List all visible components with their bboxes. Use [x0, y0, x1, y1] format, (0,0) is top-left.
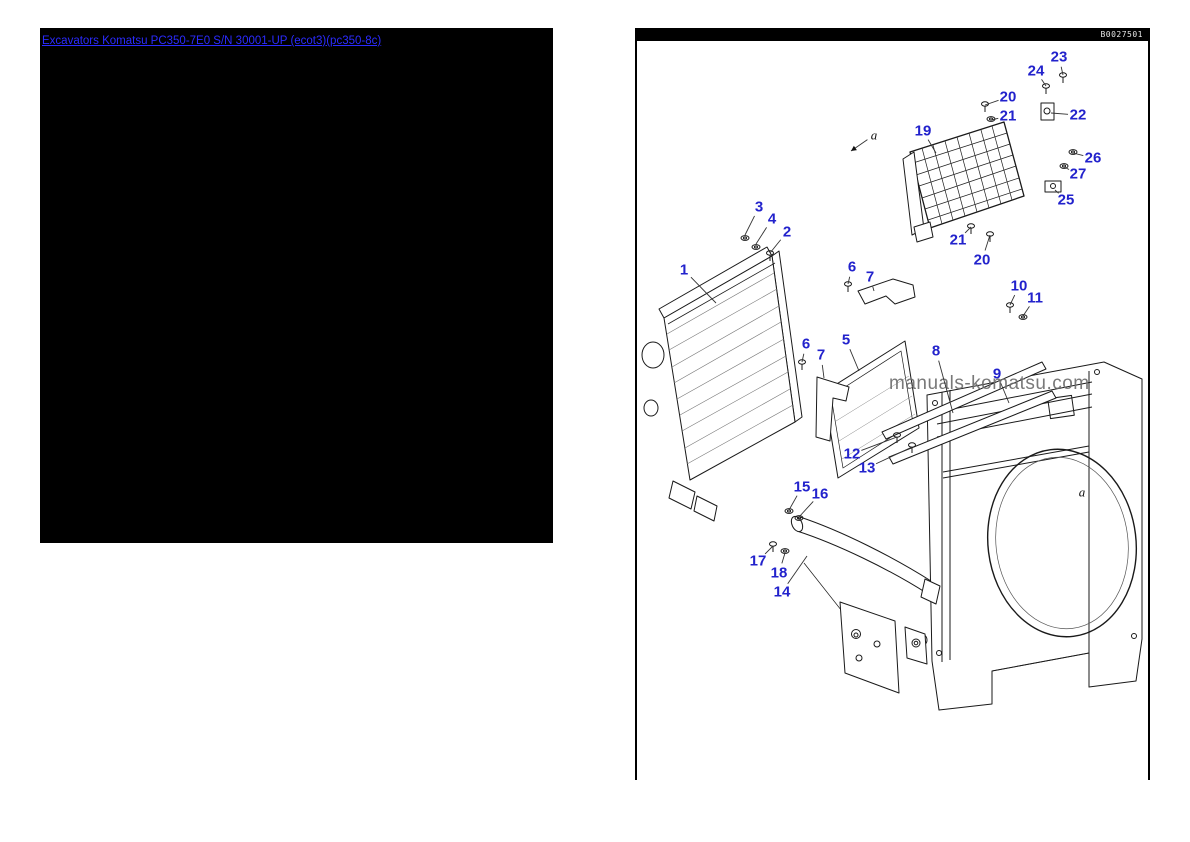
- callout-20: 20: [999, 88, 1017, 106]
- callout-3: 3: [754, 198, 764, 216]
- callout-19: 19: [914, 122, 932, 140]
- callout-10: 10: [1010, 277, 1028, 295]
- callout-16: 16: [811, 485, 829, 503]
- figure-code: B0027501: [1100, 30, 1143, 39]
- callout-25: 25: [1057, 191, 1075, 209]
- callout-18: 18: [770, 564, 788, 582]
- callout-27: 27: [1069, 165, 1087, 183]
- bottom-bracket: [839, 601, 928, 694]
- manual-breadcrumb-link[interactable]: Excavators Komatsu PC350-7E0 S/N 30001-U…: [42, 35, 382, 47]
- small-blocks: [1040, 102, 1062, 193]
- callout-23: 23: [1050, 48, 1068, 66]
- callout-8: 8: [931, 342, 941, 360]
- view-direction-label: a: [870, 127, 878, 143]
- callout-12: 12: [843, 445, 861, 463]
- manual-nav-panel: Excavators Komatsu PC350-7E0 S/N 30001-U…: [40, 28, 553, 543]
- fan-shroud-frame: [914, 361, 1143, 711]
- callout-21: 21: [949, 231, 967, 249]
- callout-11: 11: [1027, 289, 1043, 307]
- callout-1: 1: [679, 261, 689, 279]
- callout-6: 6: [801, 335, 811, 353]
- callout-7: 7: [816, 346, 826, 364]
- oil-cooler-core: [641, 246, 803, 522]
- callout-24: 24: [1027, 62, 1045, 80]
- callout-20: 20: [973, 251, 991, 269]
- view-direction-label: a: [1078, 484, 1086, 500]
- callout-26: 26: [1084, 149, 1102, 167]
- callout-21: 21: [999, 107, 1017, 125]
- diagram-header-bar: B0027501: [637, 28, 1148, 41]
- callout-14: 14: [773, 583, 791, 601]
- callout-2: 2: [782, 223, 792, 241]
- exploded-view-drawing: [641, 72, 1143, 711]
- callout-7: 7: [865, 268, 875, 286]
- callout-13: 13: [858, 459, 876, 477]
- watermark: manuals-komatsu.com: [889, 373, 1090, 394]
- callout-15: 15: [793, 478, 811, 496]
- support-strips: [881, 361, 1057, 465]
- callout-17: 17: [749, 552, 767, 570]
- callout-5: 5: [841, 331, 851, 349]
- callout-leader-lines: [690, 66, 1084, 585]
- callout-6: 6: [847, 258, 857, 276]
- callout-9: 9: [992, 365, 1002, 383]
- parts-diagram-panel: B0027501: [635, 28, 1150, 780]
- mount-brackets: [815, 278, 916, 442]
- callout-4: 4: [767, 210, 777, 228]
- callout-22: 22: [1069, 106, 1087, 124]
- fan-guard-mesh: [902, 121, 1025, 243]
